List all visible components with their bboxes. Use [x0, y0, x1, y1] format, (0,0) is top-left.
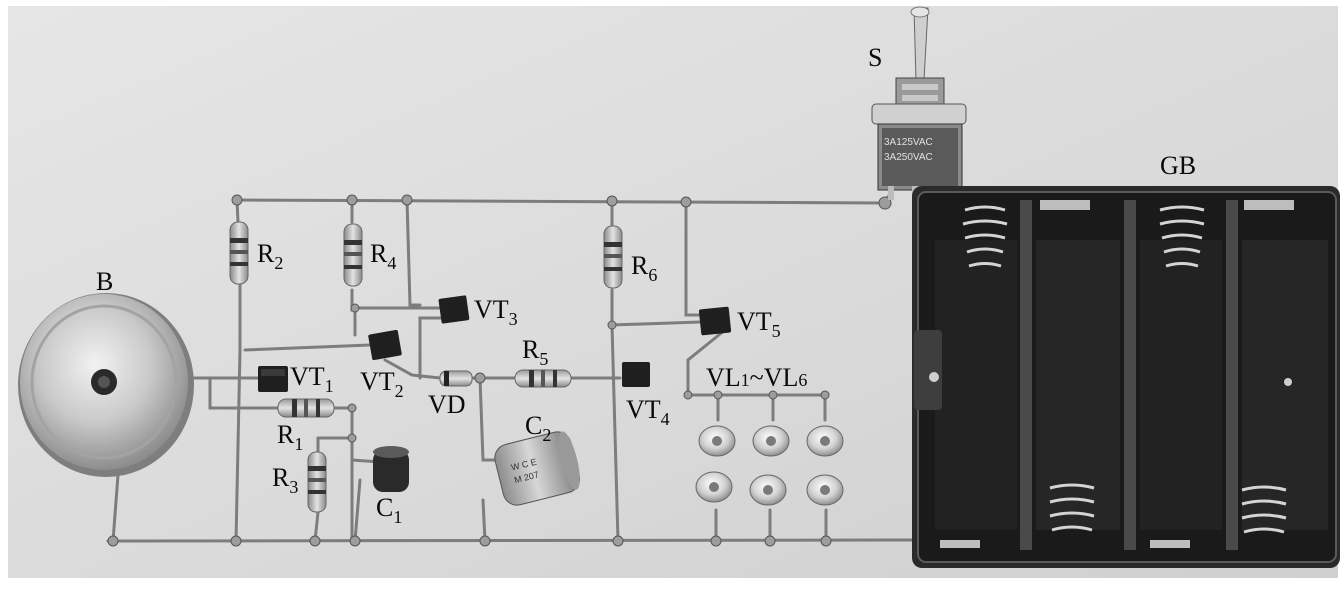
label-vd: VD: [428, 390, 466, 419]
led-array: [695, 425, 844, 506]
diode-vd: [439, 370, 473, 387]
led: [749, 474, 787, 506]
label-buzzer: B: [96, 267, 113, 296]
switch-rating-2: 3A250VAC: [884, 152, 933, 163]
label-leds: VL1~VL6: [706, 363, 807, 392]
label-r4: R4: [370, 239, 396, 273]
transistor-vt2: [368, 329, 402, 361]
label-vt2: VT2: [360, 367, 404, 401]
label-vt4: VT4: [626, 395, 670, 429]
resistor-r1: [277, 398, 335, 418]
label-r3: R3: [272, 463, 298, 497]
capacitor-c2: W C E M 207: [494, 431, 581, 506]
led: [752, 425, 790, 457]
buzzer: [18, 293, 194, 477]
resistor-r3: [307, 451, 327, 513]
label-switch: S: [868, 43, 882, 72]
transistor-vt5: [698, 306, 732, 336]
transistor-vt4: [622, 362, 650, 387]
label-r2: R2: [257, 239, 283, 273]
label-battery: GB: [1160, 151, 1196, 180]
resistor-r5: [514, 369, 572, 388]
label-c1: C1: [376, 493, 402, 527]
battery-holder: [912, 186, 1340, 568]
label-r6: R6: [631, 251, 657, 285]
wires: [106, 188, 917, 543]
label-r5: R5: [522, 335, 548, 369]
transistor-vt3: [438, 295, 470, 324]
led: [695, 471, 733, 503]
component-labels: S GB B R2 R4 R6 R5 R1 R3 VT1 VT2 VT3 VT4…: [96, 43, 1196, 527]
capacitor-c1: [373, 446, 409, 492]
led: [698, 425, 736, 457]
led: [806, 474, 844, 506]
label-c2: C2: [525, 411, 551, 445]
label-r1: R1: [277, 420, 303, 454]
resistor-r6: [603, 225, 623, 289]
transistor-vt1: [258, 366, 288, 392]
solder-joints: [107, 194, 892, 547]
toggle-switch: 3A125VAC 3A250VAC: [871, 6, 967, 200]
label-vt5: VT5: [737, 307, 781, 341]
switch-rating-1: 3A125VAC: [884, 137, 933, 148]
resistor-r4: [343, 223, 363, 287]
led: [806, 425, 844, 457]
label-vt1: VT1: [290, 362, 334, 396]
label-vt3: VT3: [474, 295, 518, 329]
resistor-r2: [229, 221, 249, 285]
